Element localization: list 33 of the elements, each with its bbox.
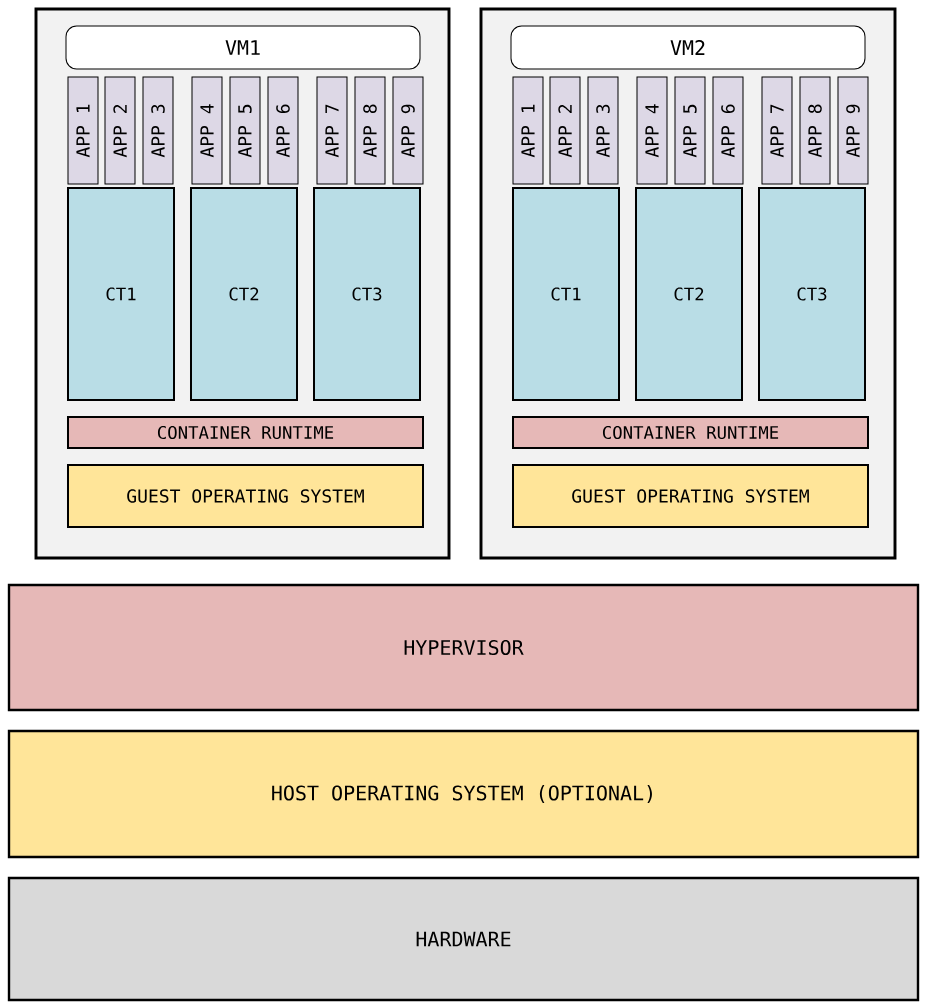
app-box: APP 5	[229, 76, 261, 185]
container-box: CT3	[313, 187, 421, 401]
hypervisor-layer: HYPERVISOR	[7, 583, 920, 712]
container-box: CT1	[512, 187, 620, 401]
runtime-bar: CONTAINER RUNTIME	[512, 416, 869, 449]
app-box: APP 1	[67, 76, 99, 185]
app-box: APP 8	[354, 76, 386, 185]
guest-os-box: GUEST OPERATING SYSTEM	[512, 464, 869, 528]
guest-os-box: GUEST OPERATING SYSTEM	[67, 464, 424, 528]
app-box: APP 7	[316, 76, 348, 185]
app-box: APP 9	[392, 76, 424, 185]
app-box: APP 3	[587, 76, 619, 185]
container-box: CT2	[635, 187, 743, 401]
title-box: VM2	[510, 25, 866, 70]
app-box: APP 2	[104, 76, 136, 185]
container-box: CT3	[758, 187, 866, 401]
app-box: APP 7	[761, 76, 793, 185]
container-box: CT1	[67, 187, 175, 401]
app-box: APP 8	[799, 76, 831, 185]
title-box: VM1	[65, 25, 421, 70]
app-box: APP 3	[142, 76, 174, 185]
app-box: APP 4	[191, 76, 223, 185]
app-box: APP 9	[837, 76, 869, 185]
app-box: APP 1	[512, 76, 544, 185]
host-os-layer: HOST OPERATING SYSTEM (OPTIONAL)	[7, 729, 920, 859]
runtime-bar: CONTAINER RUNTIME	[67, 416, 424, 449]
app-box: APP 2	[549, 76, 581, 185]
hardware-layer: HARDWARE	[7, 876, 920, 1002]
app-box: APP 5	[674, 76, 706, 185]
app-box: APP 6	[712, 76, 744, 185]
app-box: APP 4	[636, 76, 668, 185]
app-box: APP 6	[267, 76, 299, 185]
container-box: CT2	[190, 187, 298, 401]
